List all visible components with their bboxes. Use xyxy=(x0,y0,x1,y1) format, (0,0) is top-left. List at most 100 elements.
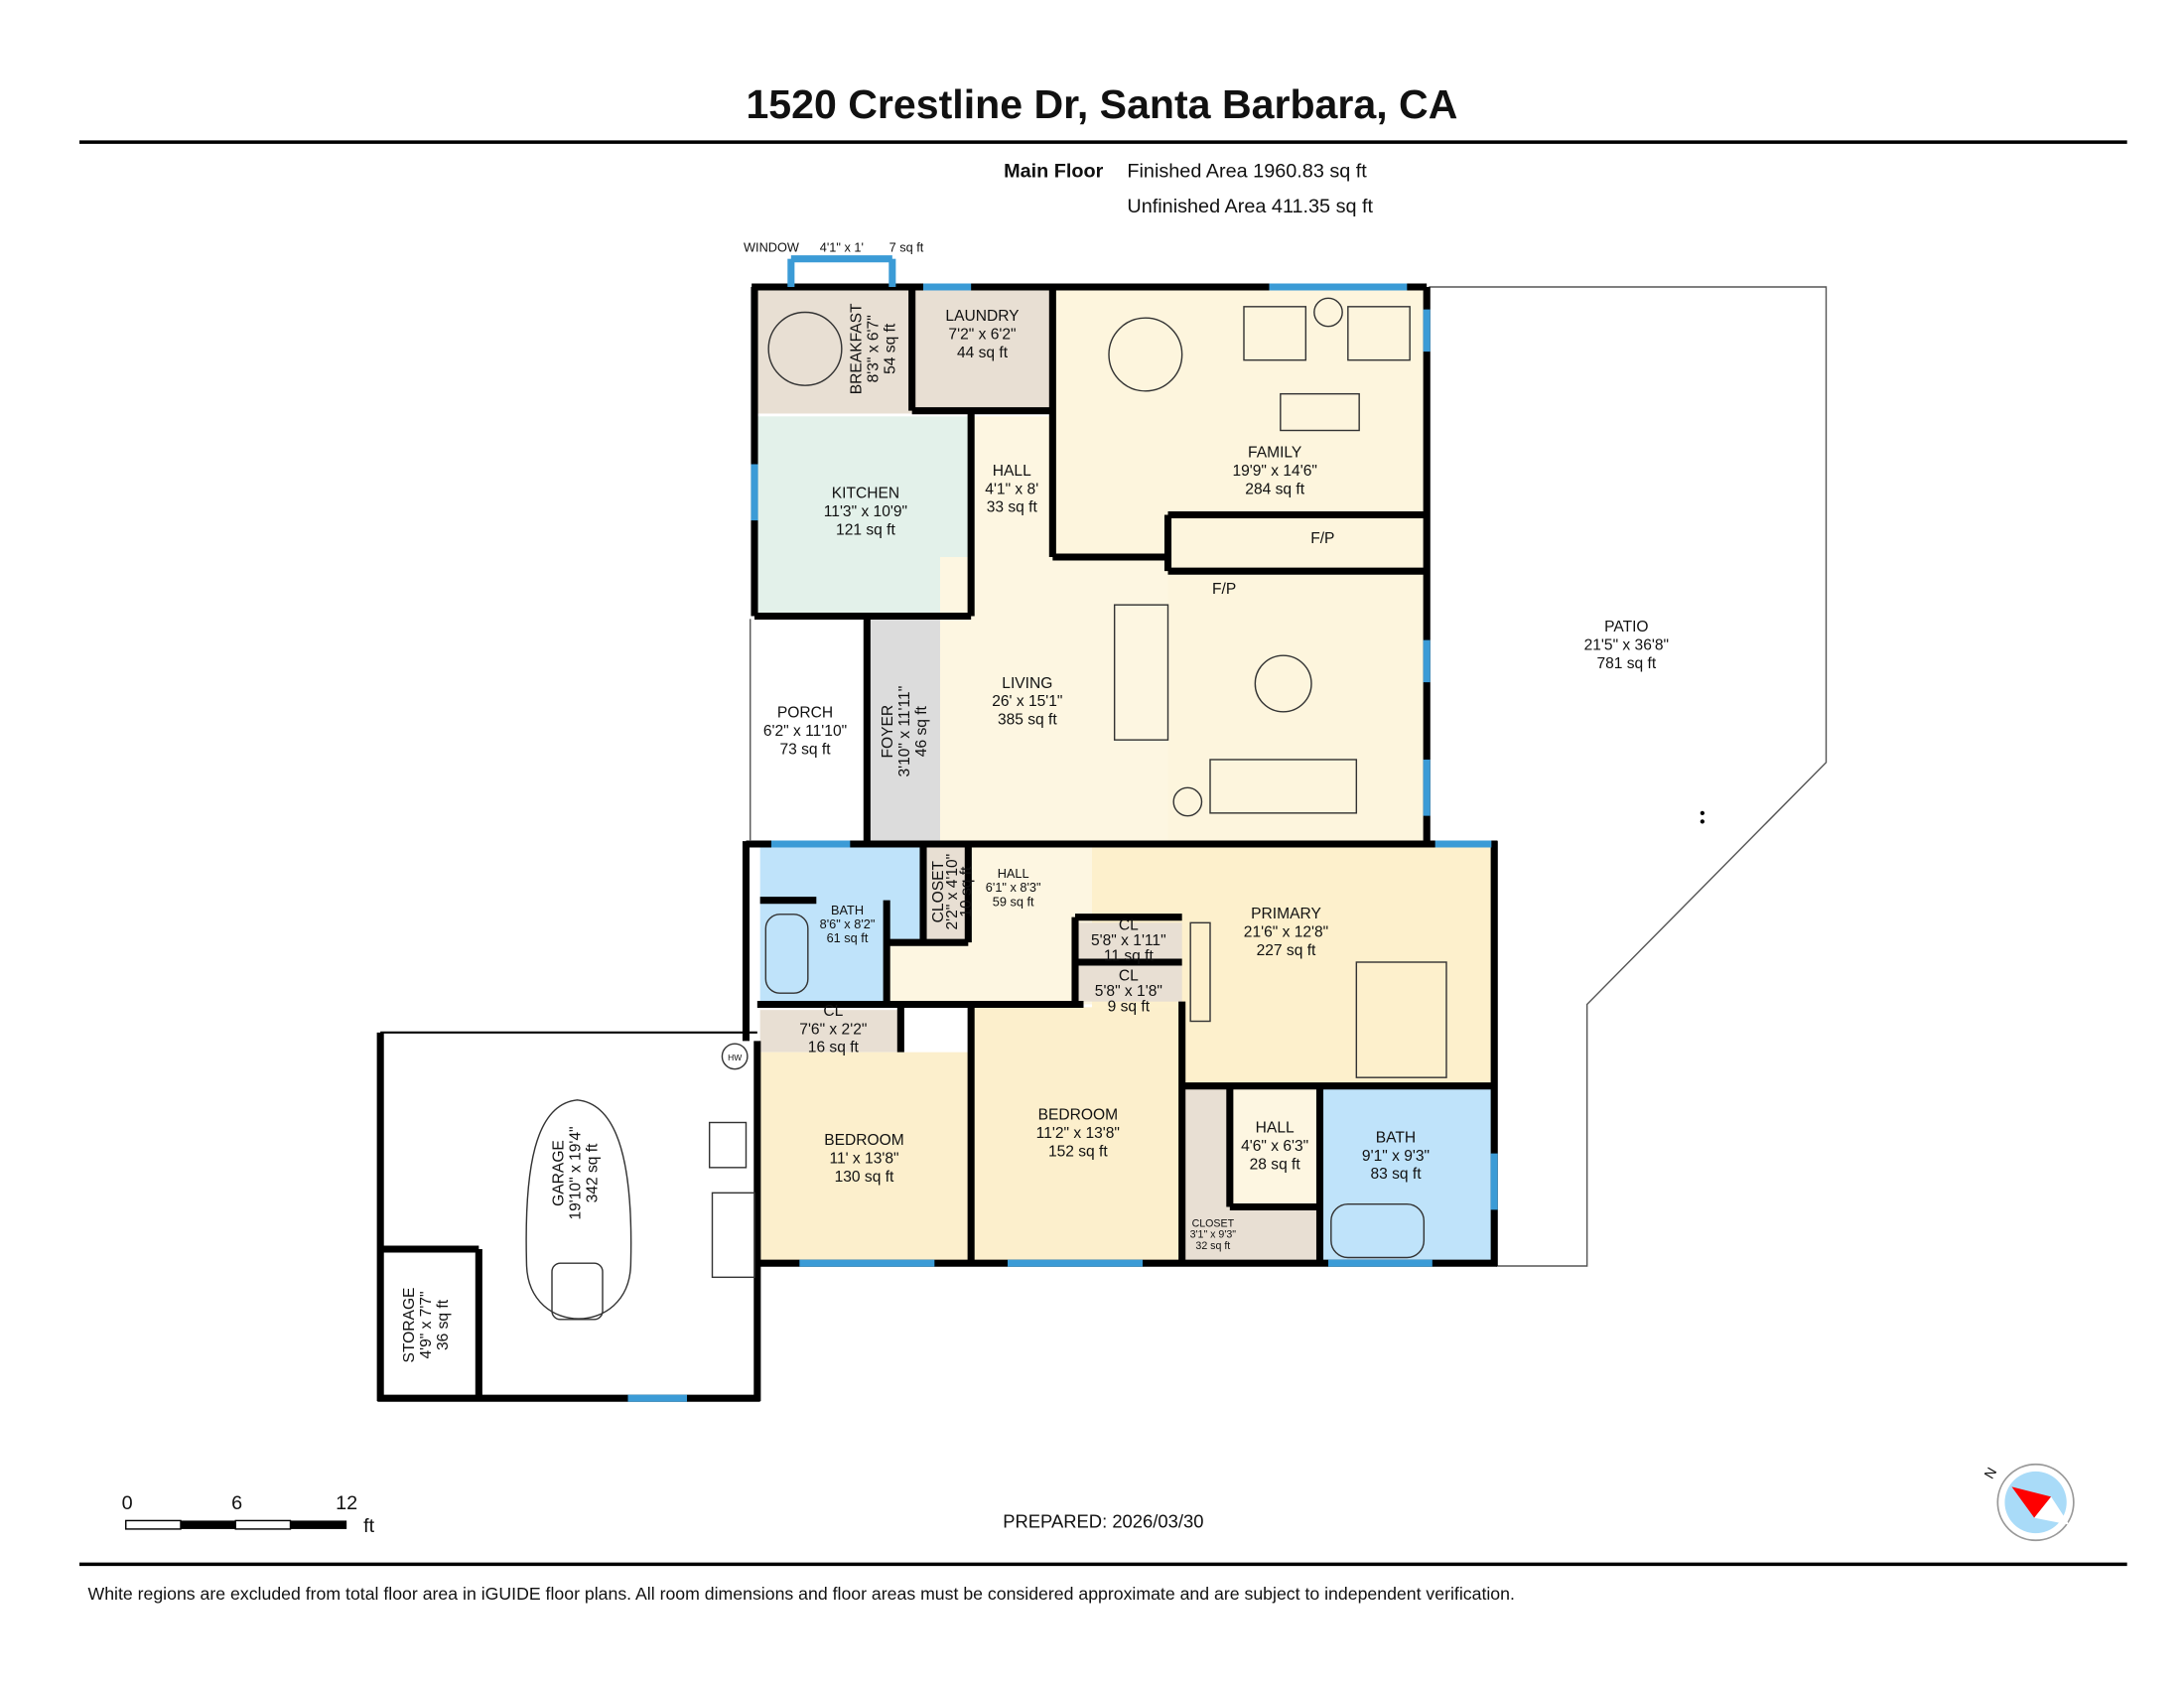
patio-dims: 21'5" x 36'8" xyxy=(1584,637,1669,654)
primary-area: 227 sq ft xyxy=(1257,942,1316,959)
room-porch xyxy=(750,619,866,842)
disclaimer: White regions are excluded from total fl… xyxy=(87,1584,1514,1604)
scale-tick: 0 xyxy=(122,1492,133,1514)
porch-area: 73 sq ft xyxy=(779,741,831,758)
bedroom2-dims: 11'2" x 13'8" xyxy=(1036,1125,1120,1142)
garage-area: 342 sq ft xyxy=(584,1143,601,1202)
windows xyxy=(627,255,1498,1402)
primary-name: PRIMARY xyxy=(1251,906,1321,922)
kitchen-name: KITCHEN xyxy=(832,486,899,502)
hall2-name: HALL xyxy=(998,866,1029,881)
hall2-area: 59 sq ft xyxy=(993,894,1034,909)
compass-icon: N xyxy=(1981,1463,2075,1542)
walls xyxy=(376,283,1498,1402)
room-fills xyxy=(380,258,1495,1399)
bath1-area: 61 sq ft xyxy=(827,930,869,945)
closet1-name: CLOSET xyxy=(930,861,947,923)
scale-tick: 6 xyxy=(231,1492,242,1514)
primary-dims: 21'6" x 12'8" xyxy=(1244,924,1328,941)
foyer-dims: 3'10" x 11'11" xyxy=(896,686,913,777)
bed-icon xyxy=(1355,961,1447,1078)
laundry-name: LAUNDRY xyxy=(945,308,1020,325)
family-name: FAMILY xyxy=(1248,444,1302,461)
laundry-area: 44 sq ft xyxy=(957,345,1009,361)
sofa-icon xyxy=(1209,759,1358,814)
cl1-name: CL xyxy=(1119,916,1139,933)
patio-dot xyxy=(1700,819,1705,824)
round-table-icon xyxy=(1254,654,1312,713)
foyer-name: FOYER xyxy=(880,705,896,759)
armchair-icon xyxy=(1243,306,1307,361)
cl1-area: 11 sq ft xyxy=(1104,948,1155,965)
bath2-name: BATH xyxy=(1376,1129,1416,1146)
living-dims: 26' x 15'1" xyxy=(992,693,1062,710)
foyer-area: 46 sq ft xyxy=(913,705,930,757)
side-table-icon xyxy=(1172,786,1203,817)
bedroom2-area: 152 sq ft xyxy=(1048,1144,1108,1161)
room-garage xyxy=(380,1032,757,1399)
hall3-name: HALL xyxy=(1256,1119,1295,1136)
closet2-area: 32 sq ft xyxy=(1195,1240,1230,1252)
storage-dims: 4'9" x 7'7" xyxy=(418,1291,435,1358)
fireplace-label: F/P xyxy=(1212,581,1236,598)
armchair-icon xyxy=(1347,306,1411,361)
bathtub-icon xyxy=(1330,1202,1426,1259)
room-hall-1 xyxy=(971,416,1056,572)
patio-dot xyxy=(1700,810,1705,815)
laundry-dims: 7'2" x 6'2" xyxy=(948,326,1016,343)
shelf-icon xyxy=(708,1121,748,1169)
bath1-dims: 8'6" x 8'2" xyxy=(820,916,876,931)
storage-area: 36 sq ft xyxy=(435,1299,452,1350)
bedroom2-name: BEDROOM xyxy=(1038,1107,1119,1124)
unfinished-area: Unfinished Area 411.35 sq ft xyxy=(1127,196,1373,217)
cl3-name: CL xyxy=(823,1003,843,1020)
closet2-name: CLOSET xyxy=(1192,1217,1235,1229)
room-hall-2-lower xyxy=(887,942,1084,1005)
room-hall-3 xyxy=(1232,1085,1320,1207)
cl2-name: CL xyxy=(1119,967,1139,984)
hall1-name: HALL xyxy=(993,463,1031,480)
scale-bar: 0 6 12 ft xyxy=(122,1492,375,1537)
room-labels: WINDOW 4'1" x 1' 7 sq ft BREAKFAST 8'3" … xyxy=(401,240,1669,1363)
room-breakfast xyxy=(754,289,912,414)
fireplace-label: F/P xyxy=(1310,530,1334,547)
hall3-dims: 4'6" x 6'3" xyxy=(1241,1138,1308,1155)
table-icon xyxy=(767,311,843,386)
storage-name: STORAGE xyxy=(401,1288,418,1363)
cl2-dims: 5'8" x 1'8" xyxy=(1095,983,1162,1000)
bathtub-icon xyxy=(764,914,809,994)
cl3-dims: 7'6" x 2'2" xyxy=(799,1021,867,1038)
cl2-area: 9 sq ft xyxy=(1108,999,1151,1016)
bath2-dims: 9'1" x 9'3" xyxy=(1362,1148,1430,1165)
page-title: 1520 Crestline Dr, Santa Barbara, CA xyxy=(746,81,1457,127)
room-bedroom-1 xyxy=(759,1052,969,1264)
cl3-area: 16 sq ft xyxy=(808,1040,860,1056)
closet1-dims: 2'2" x 4'10" xyxy=(944,854,961,930)
hall1-dims: 4'1" x 8' xyxy=(985,481,1038,497)
kitchen-dims: 11'3" x 10'9" xyxy=(824,503,907,520)
room-laundry xyxy=(914,289,1050,411)
floor-label: Main Floor xyxy=(1004,161,1104,183)
cl1-dims: 5'8" x 1'11" xyxy=(1091,932,1166,949)
room-cl-1 xyxy=(1075,922,1182,960)
room-bedroom-2 xyxy=(974,1007,1182,1264)
bath1-name: BATH xyxy=(831,903,864,917)
prepared-date: PREPARED: 2026/03/30 xyxy=(1003,1511,1203,1532)
patio-name: PATIO xyxy=(1604,619,1648,635)
closet2-dims: 3'1" x 9'3" xyxy=(1190,1229,1237,1241)
kitchen-area: 121 sq ft xyxy=(836,521,895,538)
room-cl-2 xyxy=(1075,964,1182,1002)
room-bath-2 xyxy=(1322,1085,1495,1264)
room-foyer xyxy=(867,619,940,842)
hall1-area: 33 sq ft xyxy=(987,499,1038,516)
compass-north-label: N xyxy=(1981,1465,2000,1481)
garage-name: GARAGE xyxy=(550,1140,567,1206)
family-area: 284 sq ft xyxy=(1245,481,1304,497)
dresser-icon xyxy=(1189,921,1211,1023)
garage-dims: 19'10" x 19'4" xyxy=(567,1126,584,1219)
bath2-area: 83 sq ft xyxy=(1370,1166,1422,1183)
furniture xyxy=(525,297,1447,1321)
sofa-icon xyxy=(1113,604,1169,741)
room-closet-1 xyxy=(923,846,969,943)
